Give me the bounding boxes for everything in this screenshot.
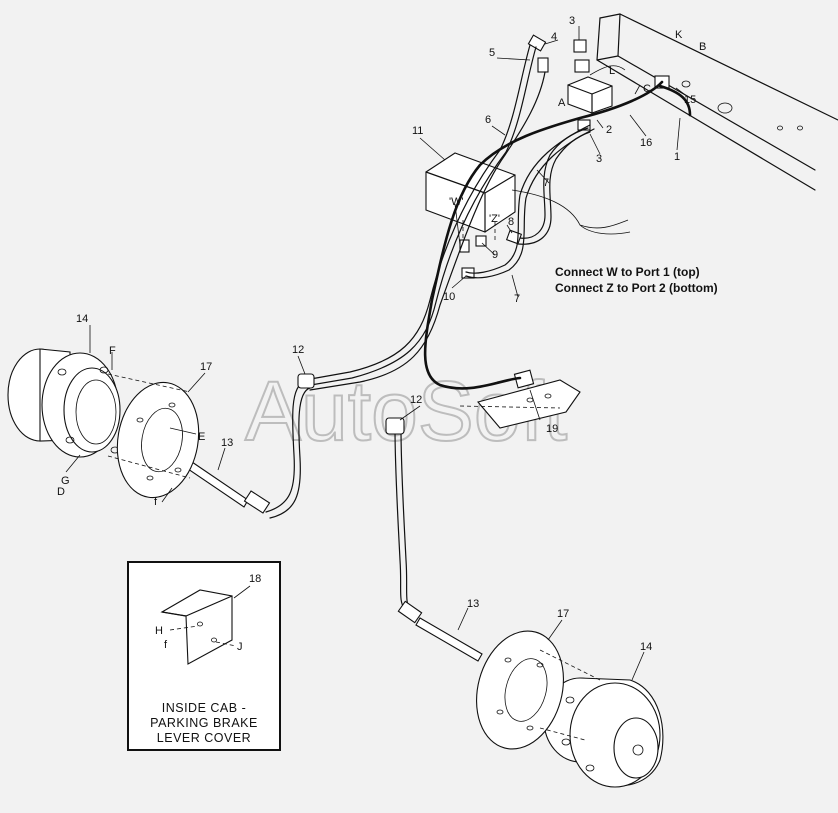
part-label: 9	[492, 249, 498, 261]
connect-note-z: Connect Z to Port 2 (bottom)	[555, 281, 718, 295]
part-label: H	[155, 625, 163, 637]
part-label: 7	[514, 293, 520, 305]
left-dust-shield	[107, 373, 200, 499]
part-label: 14	[76, 313, 88, 325]
right-dust-shield	[476, 630, 601, 750]
inset-cab-cover	[127, 561, 281, 751]
valve-block	[425, 152, 516, 233]
part-label: 18	[249, 573, 261, 585]
left-brake-chamber	[7, 348, 121, 458]
part-label: E	[198, 431, 205, 443]
brake-switch	[567, 59, 670, 114]
part-label: f	[164, 639, 168, 651]
inset-caption-line-1: INSIDE CAB -	[162, 701, 247, 715]
part-label: D	[57, 486, 65, 498]
part-label: 5	[489, 47, 495, 59]
frame-rail	[596, 13, 838, 191]
part-label: A	[558, 97, 566, 109]
part-label: 17	[557, 608, 569, 620]
connect-note-w: Connect W to Port 1 (top)	[555, 265, 700, 279]
air-lines	[304, 44, 595, 391]
part-label: 3	[596, 153, 602, 165]
part-label: f	[154, 496, 158, 508]
part-label: G	[61, 475, 70, 487]
part-label: 'Z'	[489, 213, 500, 225]
wire-harness	[423, 65, 692, 390]
part-label: 10	[443, 291, 455, 303]
part-label: 8	[508, 216, 514, 228]
part-label: 4	[551, 31, 557, 43]
part-label: 3	[569, 15, 575, 27]
hose-right	[394, 427, 483, 662]
part-label: 'W'	[449, 196, 464, 208]
part-label: 15	[684, 94, 696, 106]
part-label: 1	[674, 151, 680, 163]
part-label: 12	[292, 344, 304, 356]
part-label: 17	[200, 361, 212, 373]
right-brake-chamber	[543, 677, 664, 788]
part-label: 13	[221, 437, 233, 449]
part-label: 11	[412, 125, 423, 137]
part-label: 12	[410, 394, 422, 406]
connectors	[297, 373, 405, 435]
part-label: 13	[467, 598, 479, 610]
part-label: 19	[546, 423, 558, 435]
part-label: 14	[640, 641, 652, 653]
bracket	[459, 379, 581, 429]
part-label: K	[675, 29, 683, 41]
part-label: 2	[606, 124, 612, 136]
inset-caption-line-3: LEVER COVER	[157, 731, 251, 745]
part-label: 16	[640, 137, 652, 149]
part-label: C	[643, 83, 651, 95]
part-label: J	[237, 641, 243, 653]
leader-lines	[65, 26, 689, 681]
part-label: 7	[543, 177, 549, 189]
part-label: 6	[485, 114, 491, 126]
part-label: B	[699, 41, 706, 53]
part-label: L	[609, 65, 615, 77]
part-label: F	[109, 345, 116, 357]
inset-caption-line-2: PARKING BRAKE	[150, 716, 258, 730]
